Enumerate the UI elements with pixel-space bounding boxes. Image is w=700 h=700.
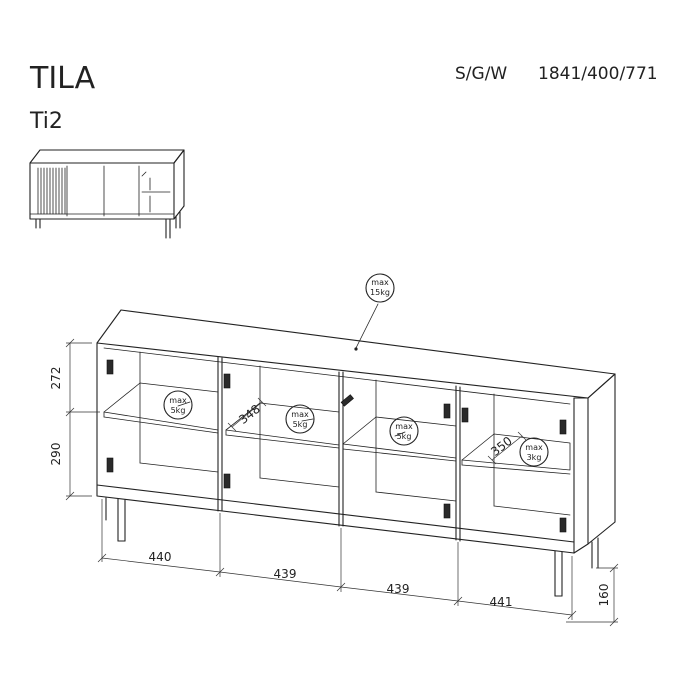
load-badge-shelf-1: max 5kg: [163, 390, 193, 420]
load-badge-top: max 15kg: [365, 273, 395, 303]
dimension-label: 290: [49, 443, 63, 466]
load-badge-shelf-3: max 5kg: [389, 416, 419, 446]
product-name: TILA: [29, 61, 96, 96]
load-label-line2: 5kg: [397, 432, 412, 441]
load-label-line2: 5kg: [293, 420, 308, 429]
load-badge-shelf-4: max 3kg: [519, 437, 549, 467]
load-label-line1: max: [395, 422, 413, 431]
load-label-line2: 15kg: [370, 288, 390, 297]
leg-height-dimension: 160: [566, 563, 619, 627]
width-dimensions: 440 439 439 441: [97, 499, 577, 620]
circle-badge: [285, 404, 315, 434]
dimension-value: 1841/400/771: [538, 64, 658, 84]
dimension-label: 350: [488, 434, 515, 459]
dimension-label: 160: [597, 584, 611, 607]
dimension-label: 348: [236, 402, 263, 427]
load-label-line1: max: [371, 278, 389, 287]
circle-badge: [163, 390, 193, 420]
dimension-label: 272: [49, 367, 63, 390]
thumbnail-sideboard: [29, 149, 185, 239]
circle-badge: [519, 437, 549, 467]
load-label-line1: max: [291, 410, 309, 419]
product-code: Ti2: [29, 109, 63, 134]
shelf-2: [225, 402, 340, 446]
top-surface: [96, 309, 616, 399]
shelf-1: [103, 382, 219, 431]
slatted-door: [37, 167, 66, 215]
dimension-label: 439: [274, 567, 297, 581]
dimension-label: S/G/W: [455, 64, 507, 84]
hinge-icon: [106, 359, 567, 533]
dimension-label: 439: [387, 582, 410, 596]
main-sideboard: [96, 303, 616, 597]
load-badge-shelf-2: max 5kg: [285, 404, 315, 434]
shelf-3: [342, 416, 457, 459]
load-label-line2: 5kg: [171, 406, 186, 415]
circle-badge: [365, 273, 395, 303]
load-label-line1: max: [525, 443, 543, 452]
load-label-line1: max: [169, 396, 187, 405]
height-dimensions: 272 290: [49, 338, 100, 501]
shelf-4: [461, 433, 571, 471]
legs: [105, 497, 599, 597]
dimension-label: 440: [149, 550, 172, 564]
circle-badge: [389, 416, 419, 446]
load-label-line2: 3kg: [527, 453, 542, 462]
dimension-label: 441: [490, 595, 513, 609]
